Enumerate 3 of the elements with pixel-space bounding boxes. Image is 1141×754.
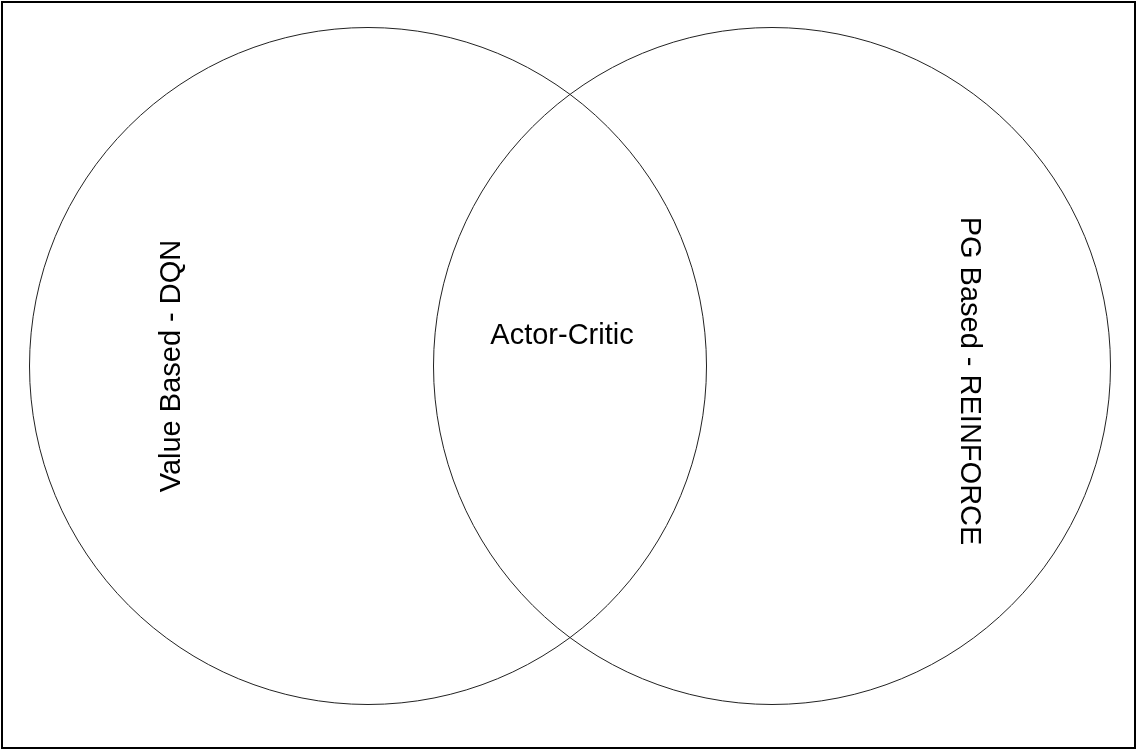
overlap-label: Actor-Critic: [490, 317, 634, 351]
set-label: Value Based - DQN: [153, 239, 187, 493]
set-label: PG Based - REINFORCE: [953, 216, 987, 546]
